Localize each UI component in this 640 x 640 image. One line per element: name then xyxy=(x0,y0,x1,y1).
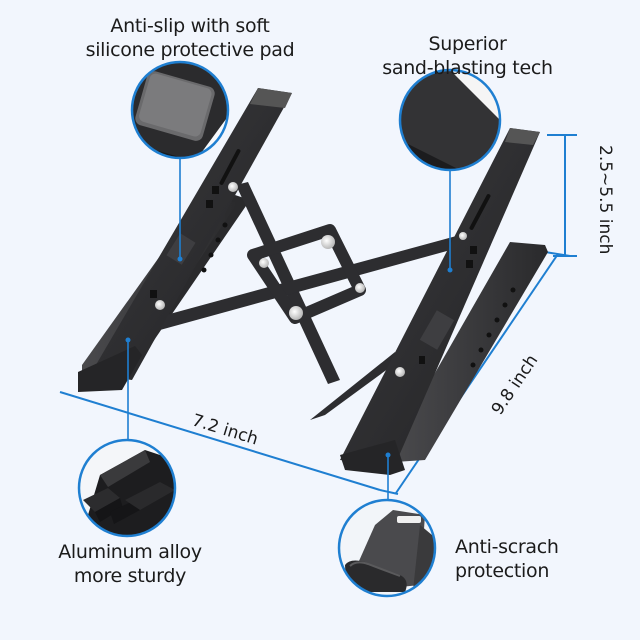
laptop-stand xyxy=(78,88,548,475)
anti-slip-line-2: silicone protective pad xyxy=(85,39,295,61)
callout-label-anti-slip: Anti-slip with soft silicone protective … xyxy=(60,14,320,62)
height-dimension-bracket xyxy=(547,134,577,257)
sand-blasting-closeup xyxy=(398,68,502,172)
aluminum-line-1: Aluminum alloy xyxy=(58,541,202,563)
width-dimension-line xyxy=(59,391,399,495)
sand-blasting-line-1: Superior xyxy=(428,33,507,55)
height-dimension-label: 2.5~5.5 inch xyxy=(595,145,615,255)
anti-slip-line-1: Anti-slip with soft xyxy=(110,15,270,37)
aluminum-profile-closeup xyxy=(77,438,177,538)
aluminum-line-2: more sturdy xyxy=(73,565,187,587)
callout-label-anti-scratch: Anti-scrach protection xyxy=(455,535,580,583)
anti-scratch-line-2: protection xyxy=(455,560,550,582)
silicone-pad-closeup xyxy=(130,60,230,160)
anti-scratch-line-1: Anti-scrach xyxy=(455,536,559,558)
anti-scratch-foot-closeup xyxy=(337,498,437,598)
callout-lines xyxy=(127,158,451,500)
callout-label-aluminum: Aluminum alloy more sturdy xyxy=(40,540,220,588)
sand-blasting-line-2: sand-blasting tech xyxy=(382,57,553,79)
callout-label-sand-blasting: Superior sand-blasting tech xyxy=(380,32,555,80)
